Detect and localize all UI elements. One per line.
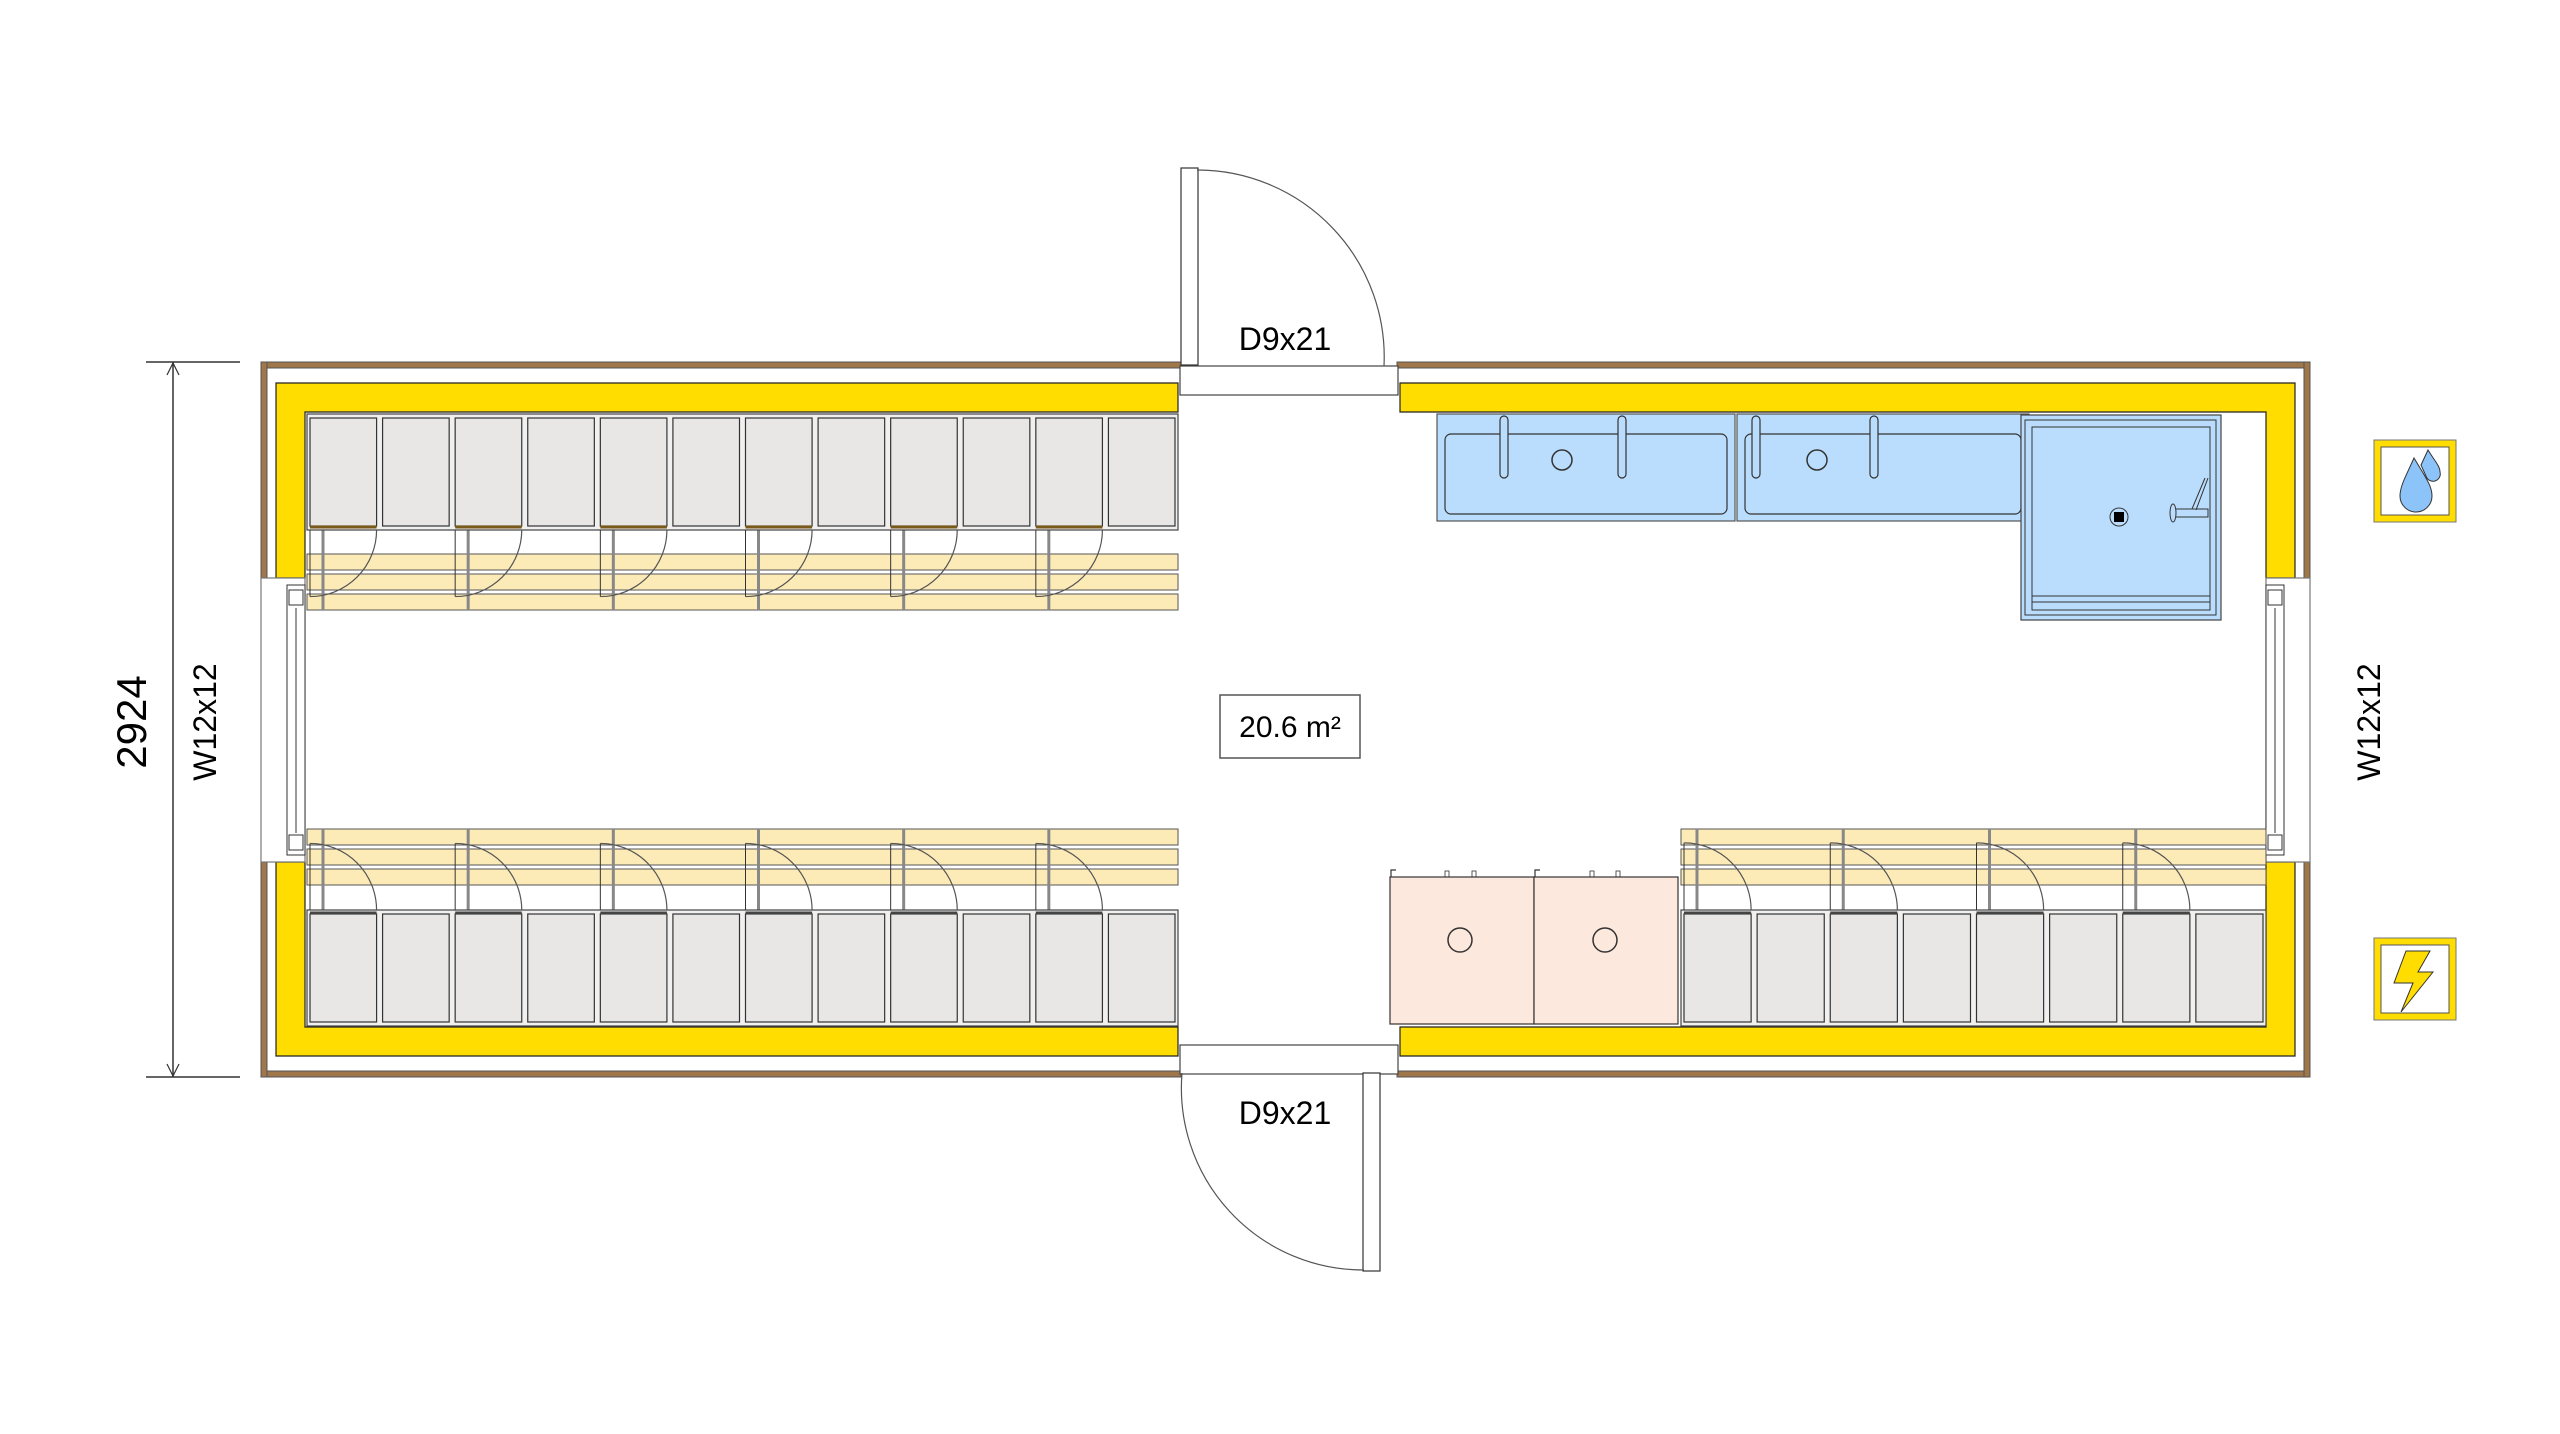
tap-icon	[1617, 415, 1627, 479]
locker[interactable]	[744, 913, 813, 1023]
tap-icon	[1499, 415, 1509, 479]
locker[interactable]	[817, 417, 886, 527]
water-drops-icon	[2399, 448, 2441, 513]
tap-icon	[1751, 415, 1761, 479]
locker-door-swing	[890, 842, 958, 911]
sink-2	[1736, 413, 2030, 522]
locker[interactable]	[381, 913, 450, 1023]
locker-door-swing	[600, 529, 668, 598]
locker[interactable]	[1756, 913, 1825, 1023]
height-dimension: 2924	[108, 361, 240, 1078]
locker-door-swing	[1830, 842, 1898, 911]
dimension-label: 2924	[108, 675, 155, 768]
lightning-bolt-icon	[2393, 950, 2435, 1013]
locker[interactable]	[309, 913, 378, 1023]
locker-door-swing	[455, 529, 523, 598]
area-label: 20.6 m²	[1239, 711, 1341, 744]
locker-door-swing	[1683, 842, 1752, 911]
shower-tray	[2020, 414, 2222, 621]
locker[interactable]	[2049, 913, 2118, 1023]
locker[interactable]	[672, 913, 741, 1023]
sink-1	[1436, 413, 1736, 522]
locker[interactable]	[1683, 913, 1752, 1023]
door-top-label: D9x21	[1239, 321, 1332, 357]
shower-head-icon	[2169, 477, 2209, 523]
window-left: W12x12	[187, 577, 306, 863]
locker[interactable]	[527, 913, 595, 1023]
door-bottom[interactable]: D9x21	[1179, 1044, 1399, 1272]
door-bottom-label: D9x21	[1239, 1095, 1332, 1131]
tap-icon	[1869, 415, 1879, 479]
locker[interactable]	[599, 913, 668, 1023]
locker[interactable]	[1107, 417, 1176, 527]
locker[interactable]	[1035, 913, 1104, 1023]
appliance-1	[1389, 869, 1535, 1025]
locker[interactable]	[381, 417, 450, 527]
locker[interactable]	[672, 417, 741, 527]
locker-door-swing	[1035, 529, 1104, 598]
locker-door-swing	[309, 842, 378, 911]
locker[interactable]	[454, 417, 523, 527]
water-connection	[2373, 439, 2457, 523]
locker-row-bottom-left	[306, 828, 1179, 1027]
wash-basins	[1436, 413, 2030, 522]
locker[interactable]	[890, 417, 958, 527]
locker-door-swing	[1976, 842, 2045, 911]
locker-door-swing	[309, 529, 378, 598]
electric-connection	[2373, 937, 2457, 1021]
locker[interactable]	[1035, 417, 1104, 527]
locker[interactable]	[962, 913, 1031, 1023]
locker[interactable]	[1902, 913, 1972, 1023]
locker[interactable]	[2195, 913, 2264, 1023]
window-right: W12x12	[2265, 577, 2387, 863]
bench	[1680, 828, 2267, 910]
locker-door-swing	[745, 529, 813, 598]
locker[interactable]	[454, 913, 523, 1023]
door-top[interactable]: D9x21	[1179, 167, 1399, 396]
locker[interactable]	[1829, 913, 1898, 1023]
locker[interactable]	[890, 913, 958, 1023]
bench	[306, 530, 1179, 611]
locker[interactable]	[817, 913, 886, 1023]
locker[interactable]	[1107, 913, 1176, 1023]
bench	[306, 828, 1179, 910]
locker[interactable]	[744, 417, 813, 527]
window-left-label: W12x12	[187, 663, 223, 780]
locker-door-swing	[600, 842, 668, 911]
locker[interactable]	[1975, 913, 2045, 1023]
locker-door-swing	[455, 842, 523, 911]
appliances	[1389, 869, 1679, 1025]
locker-row-bottom-right	[1680, 828, 2267, 1027]
locker-door-swing	[1035, 842, 1104, 911]
locker[interactable]	[527, 417, 595, 527]
area-label-box: 20.6 m²	[1219, 694, 1361, 759]
locker[interactable]	[309, 417, 378, 527]
window-right-label: W12x12	[2351, 663, 2387, 780]
locker[interactable]	[2122, 913, 2191, 1023]
locker-door-swing	[745, 842, 813, 911]
locker[interactable]	[599, 417, 668, 527]
locker-door-swing	[2122, 842, 2191, 911]
appliance-2	[1533, 869, 1679, 1025]
locker-row-top-left	[306, 413, 1179, 611]
locker-door-swing	[890, 529, 958, 598]
locker[interactable]	[962, 417, 1031, 527]
